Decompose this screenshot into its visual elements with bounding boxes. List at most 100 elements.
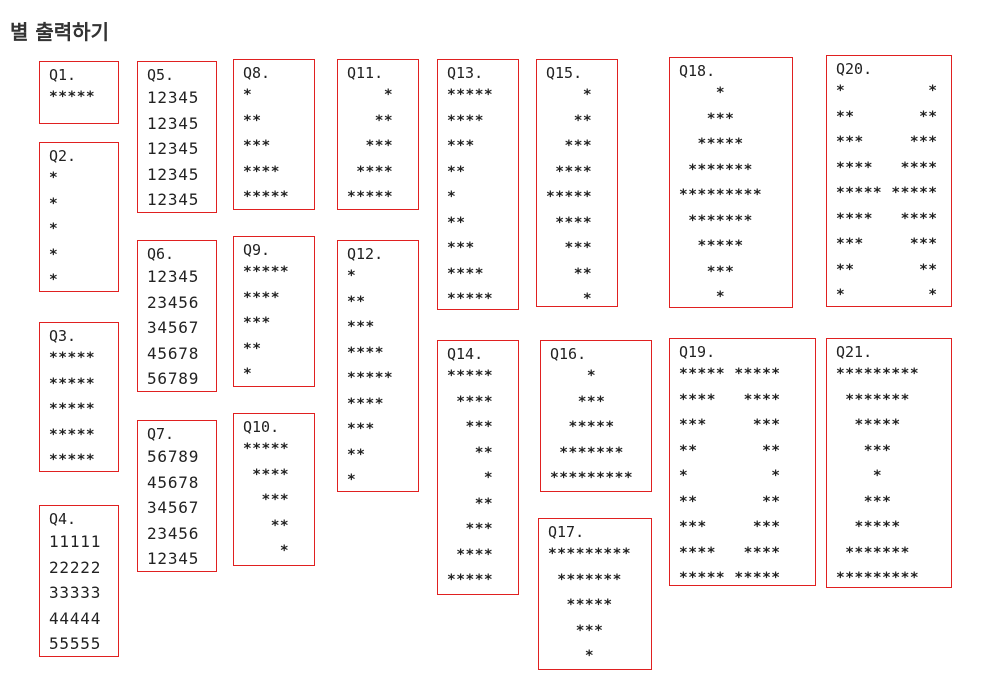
q12-line: **** xyxy=(347,395,384,412)
q14-line: * xyxy=(447,470,494,486)
q6-line: 23456 xyxy=(147,292,200,312)
q17-line: ******* xyxy=(548,571,622,588)
q12-line: ** xyxy=(347,446,366,463)
q19-line: *** *** xyxy=(679,519,781,535)
q17-line: *** xyxy=(548,622,604,639)
q19-line: **** **** xyxy=(679,391,781,408)
q7-line: 23456 xyxy=(147,523,200,543)
q20-line: *** *** xyxy=(836,134,938,150)
q10-label: Q10. xyxy=(243,418,280,436)
q19-box: Q19.***** ********* ******* ***** *** **… xyxy=(669,338,816,586)
q18-line: *** xyxy=(679,110,735,127)
q17-line: ***** xyxy=(548,597,613,613)
q3-box: Q3.************************* xyxy=(39,322,119,472)
q4-line: 22222 xyxy=(49,557,102,577)
q18-line: ***** xyxy=(679,238,744,254)
q5-line: 12345 xyxy=(147,139,200,158)
q17-label: Q17. xyxy=(548,523,585,541)
q8-box: Q8.*************** xyxy=(233,59,315,210)
q20-line: ** ** xyxy=(836,261,938,278)
q14-line: ** xyxy=(447,495,494,512)
q3-line: ***** xyxy=(49,375,96,392)
q10-box: Q10.***** **** *** ** * xyxy=(233,413,315,566)
q4-line: 44444 xyxy=(49,608,102,628)
q16-line: ********* xyxy=(550,470,634,486)
q15-line: *** xyxy=(546,240,593,256)
q21-line: * xyxy=(836,468,883,484)
q12-line: ** xyxy=(347,293,366,310)
q11-box: Q11. * ** *** ********* xyxy=(337,59,419,210)
q20-line: ** ** xyxy=(836,108,938,125)
q21-box: Q21.********* ******* ***** *** * *** **… xyxy=(826,338,952,588)
q12-line: ***** xyxy=(347,370,394,386)
q11-line: **** xyxy=(347,163,394,180)
q13-line: *** xyxy=(447,138,475,154)
q13-line: ***** xyxy=(447,87,494,103)
q21-line: *** xyxy=(836,442,892,459)
page-title: 별 출력하기 xyxy=(10,20,109,44)
q19-line: **** **** xyxy=(679,544,781,561)
q2-box: Q2.***** xyxy=(39,142,119,292)
q8-line: **** xyxy=(243,163,280,180)
q15-label: Q15. xyxy=(546,64,583,82)
q19-label: Q19. xyxy=(679,343,716,361)
q18-label: Q18. xyxy=(679,62,716,80)
q8-line: * xyxy=(243,87,253,103)
q16-label: Q16. xyxy=(550,345,587,363)
q17-box: Q17. ********* ******* ***** *** * xyxy=(538,518,652,670)
q9-box: Q9.*************** xyxy=(233,236,315,387)
q4-line: 33333 xyxy=(49,583,102,602)
q10-line: ** xyxy=(243,517,290,534)
q14-box: Q14.***** **** *** ** * ** *** ********* xyxy=(437,340,519,595)
q21-line: ********* xyxy=(836,366,920,382)
q7-line: 56789 xyxy=(147,447,200,466)
q15-line: ** xyxy=(546,265,593,282)
q18-line: ******* xyxy=(679,212,753,229)
q7-line: 34567 xyxy=(147,498,200,517)
q19-line: ** ** xyxy=(679,493,781,510)
q11-label: Q11. xyxy=(347,64,384,82)
q2-line: * xyxy=(49,246,59,263)
q21-line: ***** xyxy=(836,519,901,535)
q19-line: *** *** xyxy=(679,417,781,433)
q14-line: **** xyxy=(447,393,494,410)
q11-line: * xyxy=(347,87,394,103)
q15-box: Q15. * ** *** ********* **** *** ** * xyxy=(536,59,618,307)
q11-line: *** xyxy=(347,138,394,154)
q2-line: * xyxy=(49,272,59,288)
q6-line: 45678 xyxy=(147,343,200,363)
q4-label: Q4. xyxy=(49,510,77,528)
q19-line: ***** ***** xyxy=(679,570,781,586)
q7-line: 12345 xyxy=(147,549,200,568)
q14-label: Q14. xyxy=(447,345,484,363)
q13-label: Q13. xyxy=(447,64,484,82)
q7-label: Q7. xyxy=(147,425,175,443)
q5-label: Q5. xyxy=(147,66,175,84)
q17-line: ********* xyxy=(548,546,632,562)
q9-line: **** xyxy=(243,289,280,306)
q8-line: ***** xyxy=(243,189,290,205)
q5-line: 12345 xyxy=(147,190,200,209)
q17-line: * xyxy=(548,648,595,664)
q6-line: 12345 xyxy=(147,267,200,286)
q13-box: Q13.***************************** xyxy=(437,59,519,310)
q8-line: *** xyxy=(243,138,271,154)
q18-line: ***** xyxy=(679,136,744,152)
q9-line: ***** xyxy=(243,264,290,280)
q13-line: *** xyxy=(447,240,475,256)
q13-line: ** xyxy=(447,163,466,180)
q18-line: *** xyxy=(679,263,735,280)
q14-line: ***** xyxy=(447,368,494,384)
q4-line: 55555 xyxy=(49,634,102,653)
q7-line: 45678 xyxy=(147,472,200,492)
q9-line: ** xyxy=(243,340,262,357)
q5-line: 12345 xyxy=(147,113,200,133)
q5-line: 12345 xyxy=(147,88,200,107)
q20-label: Q20. xyxy=(836,60,873,78)
q19-line: ** ** xyxy=(679,442,781,459)
q21-line: ******* xyxy=(836,544,910,561)
q8-label: Q8. xyxy=(243,64,271,82)
q12-line: * xyxy=(347,268,357,284)
q13-line: **** xyxy=(447,112,484,129)
